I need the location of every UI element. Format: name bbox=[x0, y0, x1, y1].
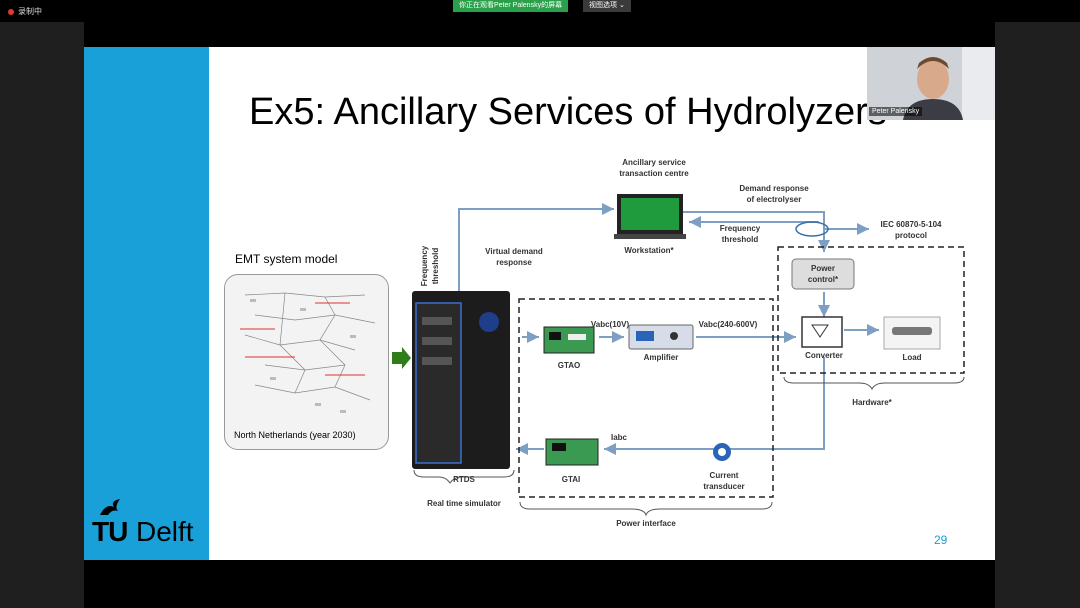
green-arrow-icon bbox=[392, 347, 411, 369]
workstation-laptop-icon bbox=[614, 194, 686, 239]
current-transducer-label: Current transducer bbox=[703, 471, 745, 491]
viewing-screen-banner: 你正在观看Peter Palensky的屏幕 bbox=[453, 0, 569, 12]
frequency-threshold-left-label: Frequency threshold bbox=[420, 245, 440, 287]
converter-label: Converter bbox=[805, 351, 843, 360]
gtai-board-icon bbox=[545, 438, 599, 466]
view-options-button[interactable]: 视图选项 ⌄ bbox=[583, 0, 631, 12]
virtual-demand-label: Virtual demand response bbox=[485, 247, 543, 267]
frequency-threshold-right-label: Frequency threshold bbox=[719, 224, 761, 244]
presenter-video[interactable]: Peter Palensky bbox=[867, 47, 995, 120]
rtds-rack-icon bbox=[412, 291, 510, 469]
recording-indicator: 录制中 bbox=[8, 6, 42, 17]
gtao-label: GTAO bbox=[557, 361, 581, 370]
workstation-label: Workstation* bbox=[624, 246, 674, 255]
tudelft-flame-icon bbox=[100, 499, 120, 515]
meeting-top-bar: 录制中 你正在观看Peter Palensky的屏幕 视图选项 ⌄ bbox=[0, 0, 1080, 22]
right-letterbox bbox=[995, 22, 1080, 608]
hardware-label: Hardware* bbox=[852, 398, 892, 407]
current-transducer-icon bbox=[713, 443, 731, 461]
left-letterbox bbox=[0, 22, 84, 608]
vabc-10v-label: Vabc(10V) bbox=[590, 320, 630, 329]
participant-name: Peter Palensky bbox=[869, 107, 923, 116]
converter-icon bbox=[801, 316, 843, 348]
power-interface-box bbox=[518, 298, 774, 498]
amplifier-label: Amplifier bbox=[643, 353, 679, 362]
gtao-board-icon bbox=[543, 326, 595, 354]
iec-ellipse bbox=[795, 221, 829, 237]
demand-response-label: Demand response of electrolyser bbox=[739, 184, 809, 204]
hardware-box bbox=[777, 246, 965, 374]
amplifier-icon bbox=[628, 324, 694, 350]
power-interface-brace bbox=[519, 501, 773, 517]
emt-grid-map bbox=[224, 274, 389, 450]
slide-blue-bar: TU Delft bbox=[84, 47, 209, 560]
rtds-brace bbox=[413, 469, 515, 484]
logo-tu: TU bbox=[92, 516, 128, 547]
view-options-label: 视图选项 bbox=[589, 2, 617, 9]
power-control-box bbox=[791, 258, 855, 290]
power-interface-label: Power interface bbox=[616, 519, 676, 528]
load-label: Load bbox=[902, 353, 922, 362]
slide-title: Ex5: Ancillary Services of Hydrolyzers bbox=[249, 91, 887, 133]
arrow-workstation-to-power bbox=[681, 211, 830, 252]
diagram-graphics bbox=[392, 194, 965, 517]
gtai-label: GTAI bbox=[561, 475, 581, 484]
iec-protocol-label: IEC 60870-5-104 protocol bbox=[880, 220, 942, 240]
hardware-brace bbox=[783, 376, 965, 391]
logo-delft: Delft bbox=[136, 516, 194, 547]
rtds-label: RTDS bbox=[453, 475, 475, 484]
arrow-converter-gtai bbox=[604, 357, 825, 455]
recording-label: 录制中 bbox=[18, 7, 42, 16]
real-time-simulator-label: Real time simulator bbox=[427, 499, 501, 508]
vabc-240-600v-label: Vabc(240-600V) bbox=[698, 320, 758, 329]
emt-model-title: EMT system model bbox=[235, 252, 338, 266]
shared-slide: TU Delft Ex5: Ancillary Services of Hydr… bbox=[84, 47, 995, 560]
grid-network-sketch bbox=[240, 292, 376, 413]
record-icon bbox=[8, 8, 14, 15]
power-control-label: Power control* bbox=[807, 264, 839, 284]
iabc-label: Iabc bbox=[610, 433, 627, 442]
slide-page-number: 29 bbox=[934, 533, 948, 547]
chevron-down-icon: ⌄ bbox=[618, 2, 625, 9]
load-resistor-icon bbox=[883, 316, 941, 350]
emt-caption: North Netherlands (year 2030) bbox=[234, 430, 356, 440]
arrow-freq-to-workstation bbox=[458, 203, 614, 291]
ancillary-service-label: Ancillary service transaction centre bbox=[619, 158, 689, 178]
